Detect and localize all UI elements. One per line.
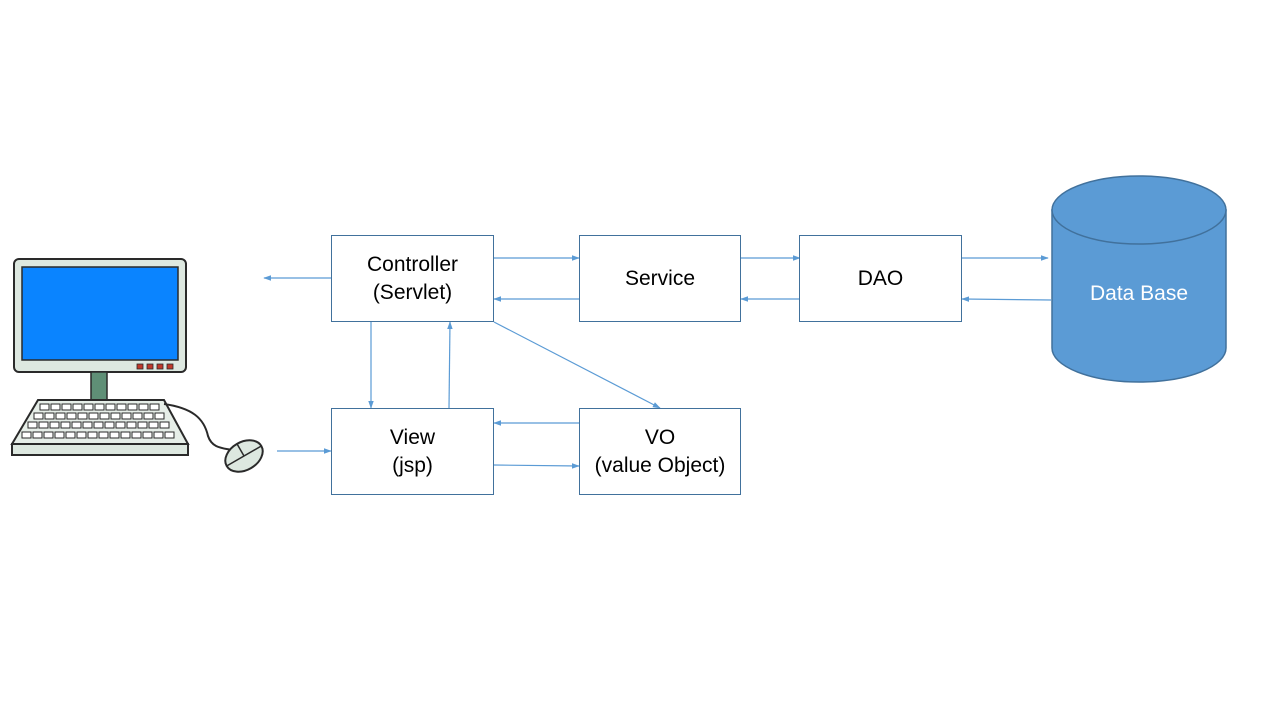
keyboard-key [43,431,54,439]
arrow-view-to-controller [447,321,453,409]
keyboard-key [154,412,165,420]
keyboard-key [94,403,105,411]
keyboard-key [93,421,104,429]
keyboard-key [77,412,88,420]
keyboard-key [21,431,32,439]
view-sublabel: (jsp) [392,453,433,477]
vo-label: VO [644,425,676,449]
keyboard-key [142,431,153,439]
view-label: View [389,425,436,449]
keyboard-key [82,421,93,429]
keyboard-key [27,421,38,429]
keyboard-key [50,403,61,411]
keyboard-key [38,421,49,429]
keyboard-key [60,421,71,429]
keyboard-key [98,431,109,439]
keyboard-key [143,412,154,420]
keyboard-key [148,421,159,429]
keyboard-key [54,431,65,439]
dao-label: DAO [857,266,904,290]
keyboard-key [120,431,131,439]
vo-sublabel: (value Object) [594,453,726,477]
arrow-view-to-vo [493,463,580,469]
keyboard-key [99,412,110,420]
keyboard-key [159,421,170,429]
keyboard-key [132,412,143,420]
dao-box: DAO [799,235,962,322]
keyboard-key [116,403,127,411]
keyboard-key [104,421,115,429]
keyboard-key [49,421,60,429]
keyboard-key [127,403,138,411]
keyboard-key [126,421,137,429]
keyboard-key [109,431,120,439]
service-label: Service [624,266,696,290]
database-cylinder-icon [1051,175,1227,383]
view-box: View (jsp) [331,408,494,495]
keyboard-key [76,431,87,439]
keyboard-key [137,421,148,429]
keyboard-key [44,412,55,420]
keyboard-key [55,412,66,420]
keyboard-key [115,421,126,429]
keyboard-key [149,403,160,411]
keyboard-key [65,431,76,439]
keyboard-key [105,403,116,411]
mouse-cable [163,403,233,451]
keyboard-icon [10,399,190,456]
keyboard-key [138,403,149,411]
controller-sublabel: (Servlet) [372,280,453,304]
keyboard-key [33,412,44,420]
keyboard-key [164,431,175,439]
keyboard-key [32,431,43,439]
service-box: Service [579,235,741,322]
arrow-database-to-dao [961,296,1052,302]
controller-box: Controller (Servlet) [331,235,494,322]
keyboard-key [66,412,77,420]
keyboard-key [71,421,82,429]
keyboard-key [72,403,83,411]
mouse-icon [224,439,264,473]
keyboard-key [110,412,121,420]
keyboard-key [83,403,94,411]
keyboard-key [39,403,50,411]
keyboard-key [87,431,98,439]
arrow-controller-to-vo [493,321,661,409]
desktop-computer-icon [10,258,190,456]
controller-label: Controller [366,252,459,276]
database-label: Data Base [1089,282,1189,305]
keyboard-key [61,403,72,411]
keyboard-key [131,431,142,439]
keyboard-key [121,412,132,420]
vo-box: VO (value Object) [579,408,741,495]
keyboard-key [88,412,99,420]
keyboard-key [153,431,164,439]
